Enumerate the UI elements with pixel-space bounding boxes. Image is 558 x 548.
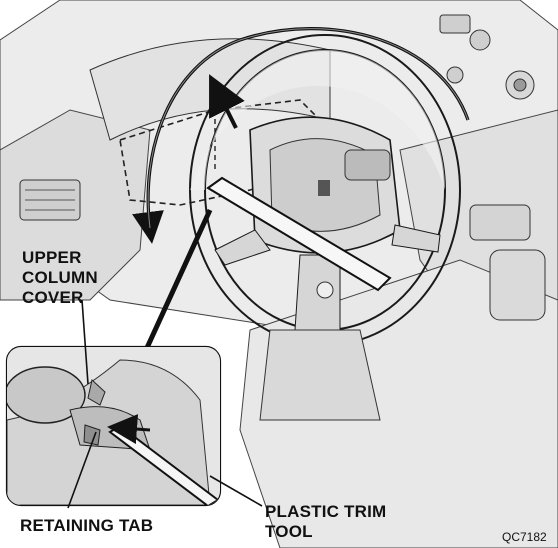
label-plastic-trim-tool-line1: PLASTIC TRIM: [265, 502, 386, 522]
figure-code: QC7182: [502, 530, 547, 544]
label-plastic-trim-tool-line2: TOOL: [265, 522, 386, 542]
label-upper-column-cover-line2: COLUMN: [22, 268, 98, 288]
label-upper-column-cover-line1: UPPER: [22, 248, 98, 268]
detail-inset: [5, 347, 220, 506]
label-upper-column-cover-line3: COVER: [22, 288, 98, 308]
label-retaining-tab: RETAINING TAB: [20, 516, 153, 536]
label-upper-column-cover: UPPER COLUMN COVER: [22, 248, 98, 308]
label-plastic-trim-tool: PLASTIC TRIM TOOL: [265, 502, 386, 542]
